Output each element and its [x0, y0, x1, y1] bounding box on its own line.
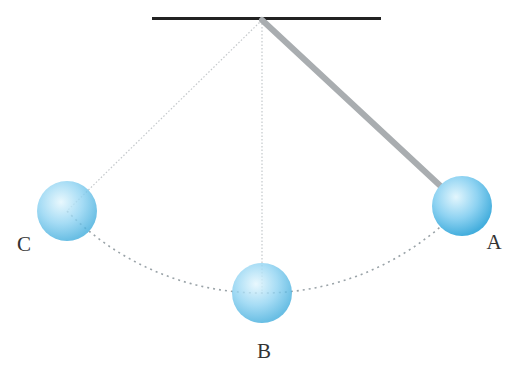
string-a	[262, 20, 462, 206]
bob-c	[37, 181, 97, 241]
bob-a	[432, 176, 492, 236]
position-label: B	[257, 341, 271, 362]
support-bar	[152, 17, 381, 20]
string-b	[261, 20, 262, 293]
position-label: A	[486, 232, 501, 253]
position-label: C	[17, 234, 31, 255]
string-c	[67, 20, 262, 211]
bob-b	[232, 263, 292, 323]
